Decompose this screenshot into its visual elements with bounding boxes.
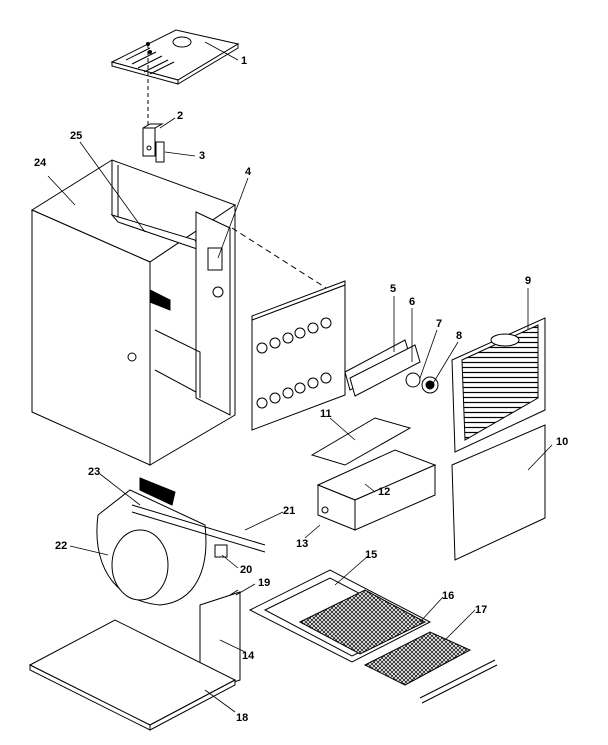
grille-panel-part	[451, 317, 546, 453]
filter-frame-part	[248, 569, 498, 704]
callout-leader-lines	[47, 41, 553, 713]
callout-24: 24	[34, 157, 47, 169]
callout-2: 2	[177, 110, 184, 122]
callout-19: 19	[258, 577, 271, 589]
callout-4: 4	[245, 166, 252, 178]
door-panel-part	[451, 424, 546, 561]
callout-11: 11	[320, 408, 332, 420]
callout-23: 23	[88, 466, 101, 478]
callout-8: 8	[456, 330, 463, 342]
callout-10: 10	[556, 436, 569, 448]
callout-16: 16	[442, 590, 455, 602]
base-pan-part	[28, 619, 237, 731]
callout-17: 17	[475, 604, 488, 616]
callout-9: 9	[525, 275, 532, 287]
blower-assembly-parts	[96, 477, 266, 606]
callout-18: 18	[236, 712, 249, 724]
callout-14: 14	[242, 650, 255, 662]
callout-25: 25	[70, 130, 83, 142]
panel-with-holes-part	[251, 280, 346, 431]
callout-3: 3	[199, 150, 206, 162]
callout-5: 5	[390, 283, 397, 295]
callout-21: 21	[283, 505, 296, 517]
callout-22: 22	[55, 540, 68, 552]
callout-1: 1	[241, 55, 248, 67]
control-box-parts	[310, 417, 437, 531]
callout-7: 7	[436, 318, 443, 330]
callout-20: 20	[240, 564, 253, 576]
callout-6: 6	[409, 296, 416, 308]
callout-15: 15	[365, 549, 378, 561]
cabinet-part	[30, 159, 346, 466]
gasket-and-plate-parts	[344, 339, 439, 397]
callout-13: 13	[296, 538, 309, 550]
mounting-bracket-part	[142, 123, 165, 163]
callout-12: 12	[378, 486, 391, 498]
